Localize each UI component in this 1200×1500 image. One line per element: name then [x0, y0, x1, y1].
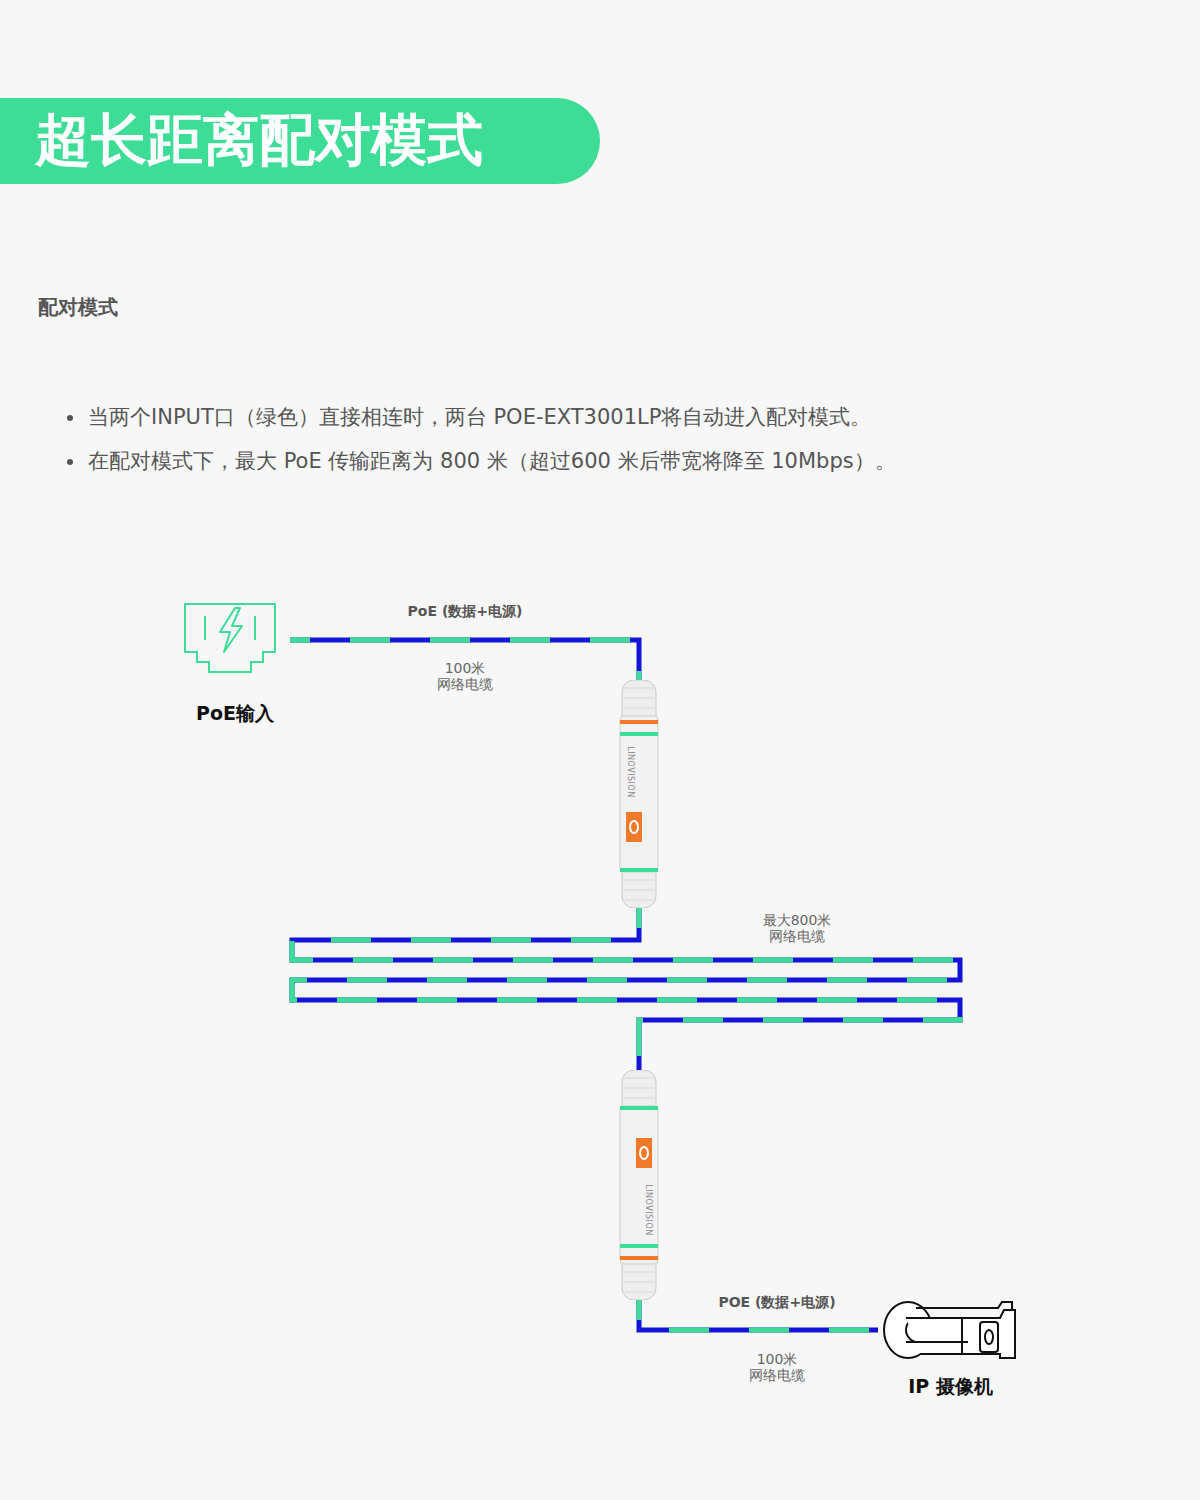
network-cable — [292, 908, 960, 1070]
port-inner — [205, 616, 255, 640]
poe-input-port: PoE输入 — [180, 600, 290, 730]
extender-body — [620, 680, 658, 908]
port-outline — [185, 604, 275, 672]
cable-label: 最大800米 网络电缆 — [760, 912, 835, 944]
poe-extender: LINOVISION — [618, 1070, 660, 1300]
device-label: PoE输入 — [180, 701, 290, 727]
cable-core — [292, 908, 960, 1070]
cable-length: 100米 网络电缆 — [437, 660, 493, 692]
cable-label: POE (数据+电源) — [715, 1294, 838, 1312]
cable-stripe — [292, 908, 960, 1070]
lightning-bolt — [220, 608, 242, 652]
brand-print: LINOVISION — [644, 1184, 653, 1236]
camera-icon — [884, 1302, 1015, 1358]
device-label: IP 摄像机 — [878, 1374, 1023, 1400]
brand-print: LINOVISION — [626, 746, 635, 798]
poe-extender-drawing — [618, 1070, 660, 1300]
cable-label: PoE (数据+电源) — [405, 603, 526, 621]
page-title: 超长距离配对模式 — [35, 104, 483, 176]
section-heading: 配对模式 — [38, 294, 118, 321]
poe-extender-drawing — [618, 680, 660, 908]
ip-camera: IP 摄像机 — [878, 1296, 1023, 1401]
bullet-text: 在配对模式下，最大 PoE 传输距离为 800 米（超过600 米后带宽将降至 … — [88, 447, 896, 475]
cable-length: 100米 网络电缆 — [749, 1351, 805, 1383]
extender-body — [620, 1070, 658, 1300]
bullet-dot — [67, 415, 73, 421]
bullet-text: 当两个INPUT口（绿色）直接相连时，两台 POE-EXT3001LP将自动进入… — [88, 403, 871, 431]
bullet-dot — [67, 459, 73, 465]
poe-extender: LINOVISION — [618, 680, 660, 908]
